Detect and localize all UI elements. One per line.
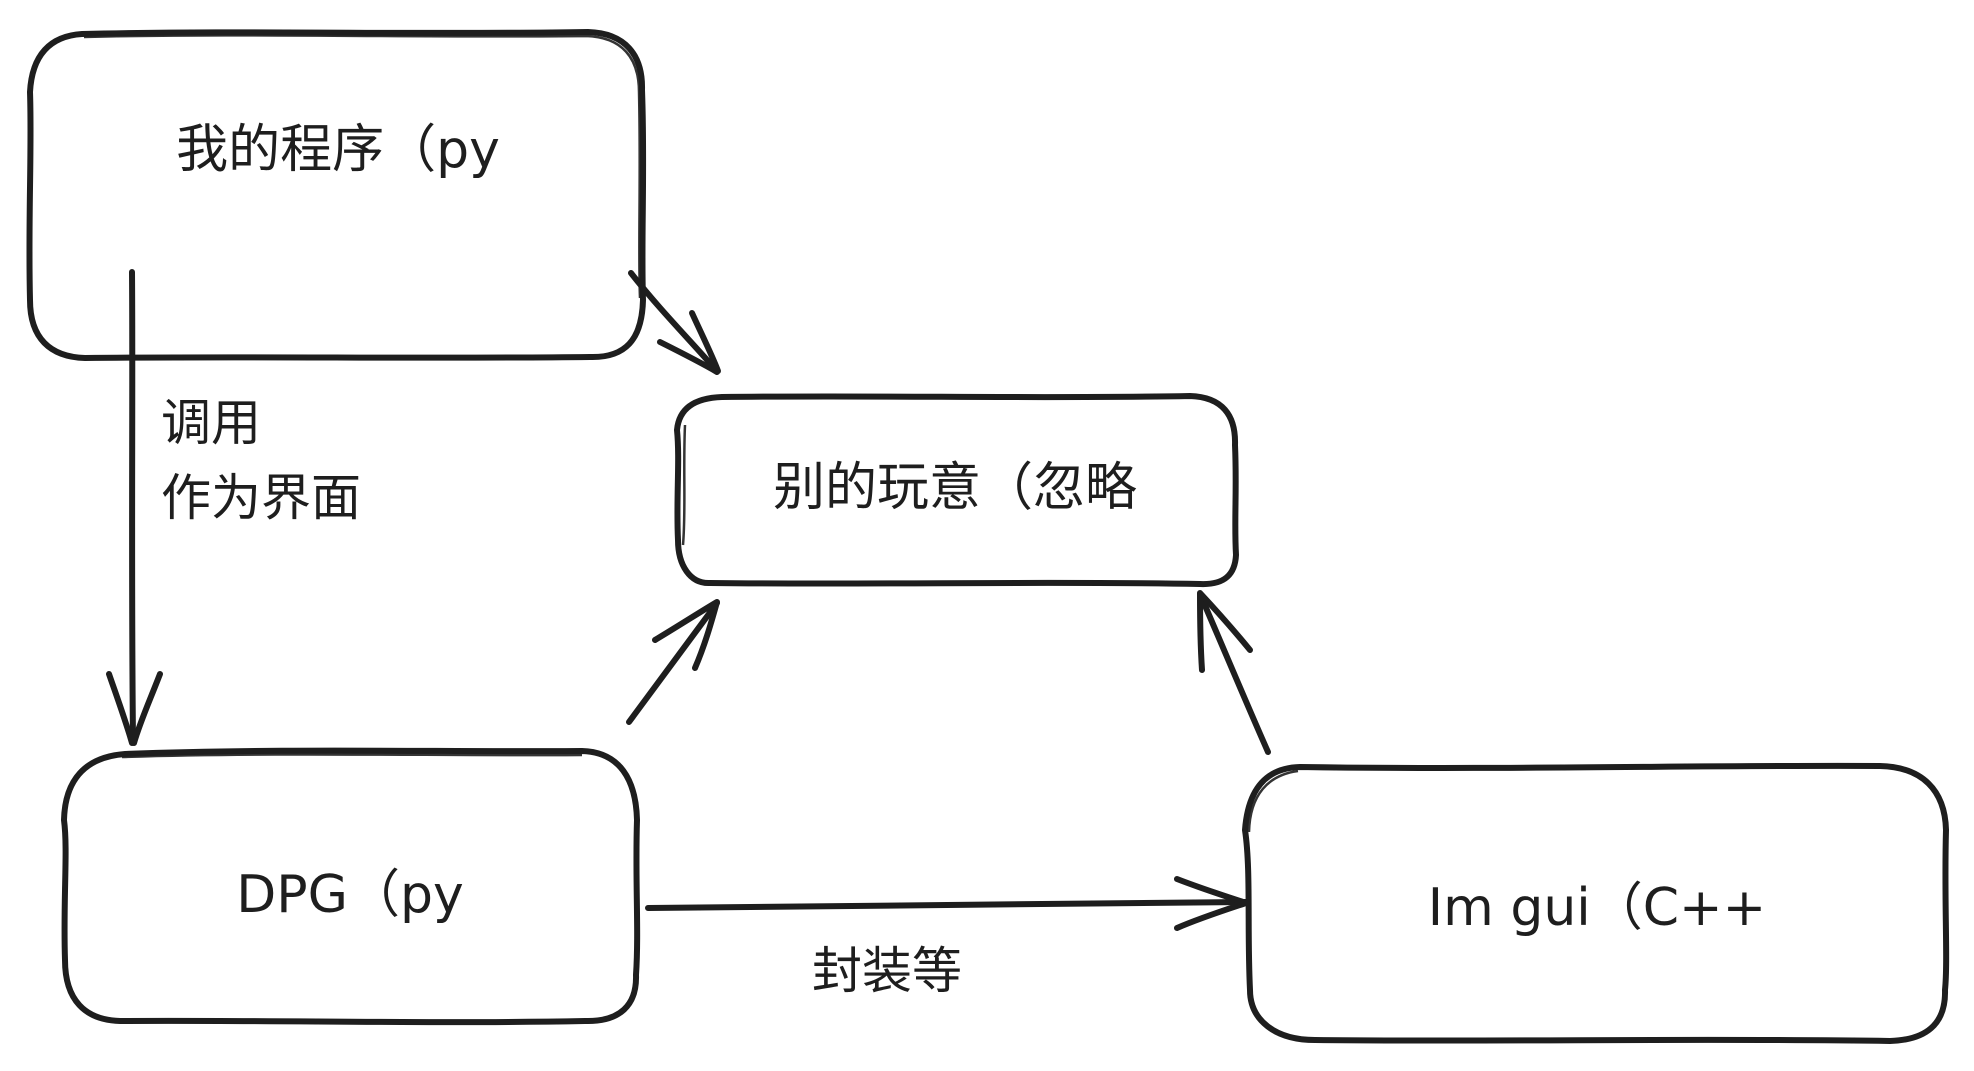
node-dpg-label: DPG（py — [236, 865, 463, 925]
edge-label-line-1: 调用 — [161, 394, 261, 452]
arrowhead-icon — [657, 310, 721, 375]
edge-my-program-to-dpg[interactable] — [106, 269, 163, 746]
node-my-program-label: 我的程序（py — [176, 120, 500, 180]
edge-dpg-to-imgui-line — [645, 899, 1249, 911]
node-dpg[interactable]: DPG（py — [61, 747, 641, 1026]
node-my-program-box — [26, 29, 647, 361]
node-my-program[interactable]: 我的程序（py — [26, 29, 647, 361]
arrowhead-icon — [1197, 590, 1253, 673]
edge-dpg-to-imgui[interactable] — [645, 876, 1249, 931]
edge-my-program-to-other[interactable] — [628, 270, 721, 375]
edge-dpg-to-other-line — [626, 600, 720, 725]
edge-label-line-2: 作为界面 — [161, 469, 361, 527]
edge-my-program-to-other-line — [628, 270, 719, 373]
node-other-stuff[interactable]: 别的玩意（忽略 — [674, 393, 1239, 588]
arrowhead-icon — [652, 599, 720, 671]
edge-label-call-as-ui: 调用 作为界面 — [161, 394, 361, 527]
edge-label-wrap: 封装等 — [812, 942, 962, 1000]
node-imgui-label: Im gui（C++ — [1428, 878, 1766, 938]
edge-imgui-to-other[interactable] — [1197, 590, 1271, 755]
node-other-stuff-box — [674, 393, 1239, 588]
node-imgui-box — [1242, 762, 1950, 1044]
arrowhead-icon — [106, 671, 163, 746]
edge-imgui-to-other-line — [1197, 591, 1271, 755]
arrowhead-icon — [1174, 876, 1249, 931]
node-dpg-box — [61, 747, 641, 1026]
edge-my-program-to-dpg-line — [129, 269, 136, 743]
edge-dpg-to-other[interactable] — [626, 599, 720, 725]
node-imgui[interactable]: Im gui（C++ — [1242, 762, 1950, 1044]
node-other-stuff-label: 别的玩意（忽略 — [773, 458, 1137, 518]
